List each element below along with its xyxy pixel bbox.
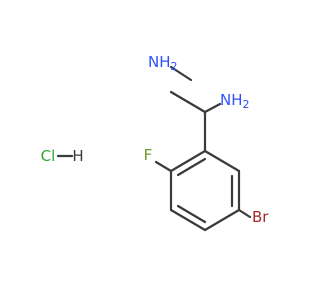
amine-2-subscript: 2 <box>243 98 250 111</box>
ring-double-bond-c4-c5 <box>176 204 207 224</box>
amine-2-symbol: NH <box>220 91 243 109</box>
bond-ring-br <box>237 208 252 219</box>
bond-ring-f <box>154 160 173 173</box>
fluorine-label: F <box>144 146 153 164</box>
ring-bond-c4-c5 <box>169 208 207 232</box>
ring-bond-c1-c2 <box>203 149 241 173</box>
amine-1-symbol: NH <box>148 53 171 71</box>
ring-double-bond-c6-c1 <box>176 157 207 177</box>
ring-bond-c6-c1 <box>169 149 207 173</box>
bond-ch2-n1 <box>169 65 193 82</box>
amine-2-label: NH2 <box>220 91 250 111</box>
salt-h-label: H <box>72 147 83 165</box>
amine-1-subscript: 2 <box>171 60 178 73</box>
ring-bond-c3-c4 <box>203 208 241 232</box>
bond-ch-n2 <box>203 102 222 114</box>
bond-ch2-ch <box>169 90 207 114</box>
salt-cl-label: Cl <box>41 147 56 165</box>
bromine-label: Br <box>252 208 269 226</box>
chemical-structure: NH2 NH2 F Br Cl H <box>41 53 269 232</box>
amine-1-label: NH2 <box>148 53 178 73</box>
